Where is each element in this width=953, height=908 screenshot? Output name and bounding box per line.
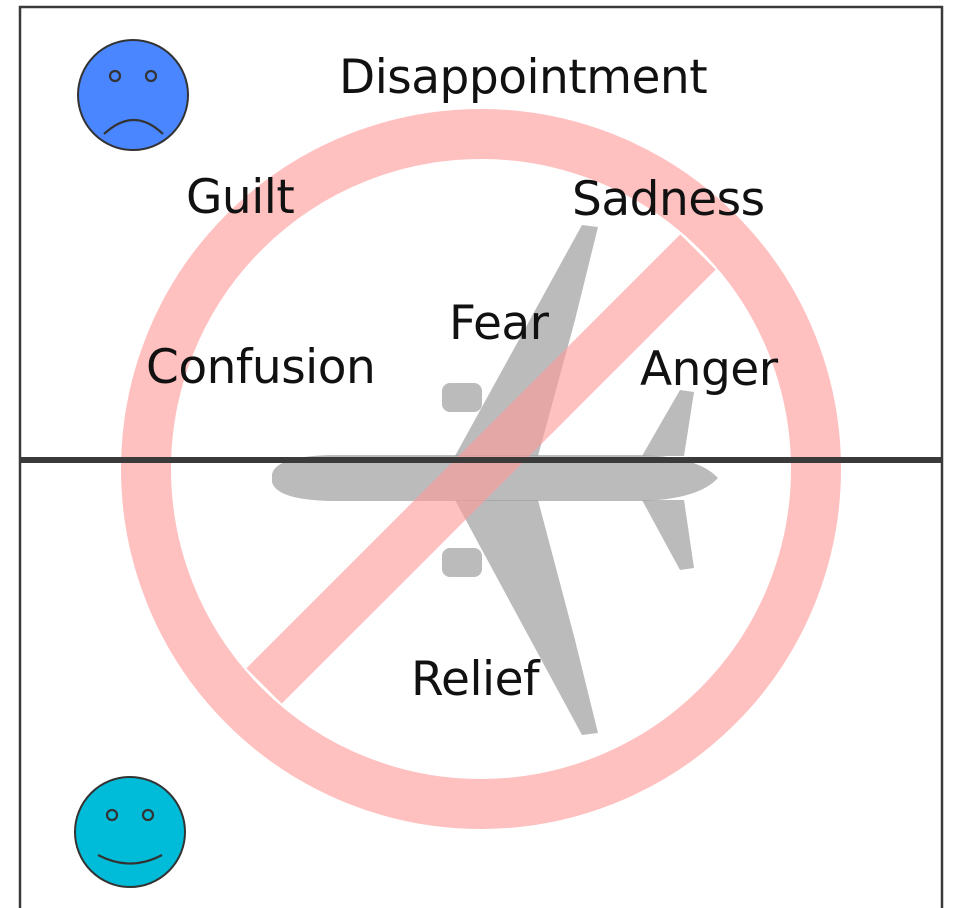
emotion-label-guilt: Guilt (186, 174, 294, 221)
emotion-label-anger: Anger (640, 346, 778, 393)
emotion-label-confusion: Confusion (146, 344, 375, 391)
emotion-label-relief: Relief (411, 656, 539, 703)
happy-face-icon (75, 777, 185, 887)
emotion-label-sadness: Sadness (572, 176, 765, 223)
emotion-label-disappointment: Disappointment (339, 54, 707, 101)
emotion-label-fear: Fear (449, 300, 549, 347)
sad-face-icon (78, 40, 188, 150)
